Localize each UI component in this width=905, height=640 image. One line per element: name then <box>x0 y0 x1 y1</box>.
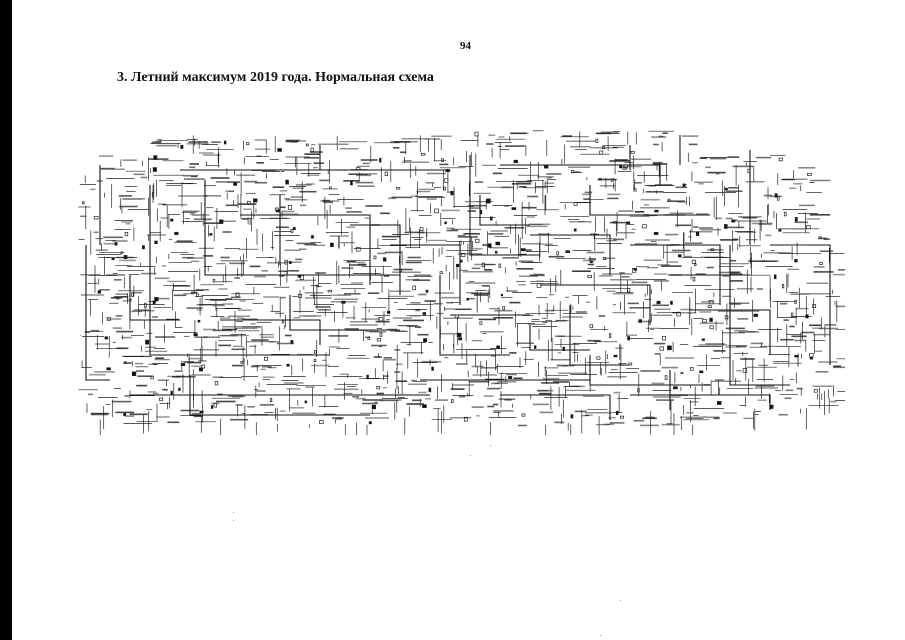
page-title: 3. Летний максимум 2019 года. Нормальная… <box>117 70 434 85</box>
scan-speck <box>490 445 491 446</box>
scan-speck <box>80 335 81 336</box>
schematic-node-labels <box>80 131 845 427</box>
scan-speck <box>620 600 621 601</box>
scan-speck <box>233 520 234 521</box>
schematic-dense-wiring <box>78 130 845 435</box>
page-number: 94 <box>460 40 471 52</box>
scan-speck <box>600 635 601 636</box>
power-grid-schematic <box>70 125 845 435</box>
schematic-main-lines <box>85 135 831 420</box>
scan-edge <box>0 0 12 640</box>
scan-speck <box>233 512 234 513</box>
scan-speck <box>470 455 471 456</box>
